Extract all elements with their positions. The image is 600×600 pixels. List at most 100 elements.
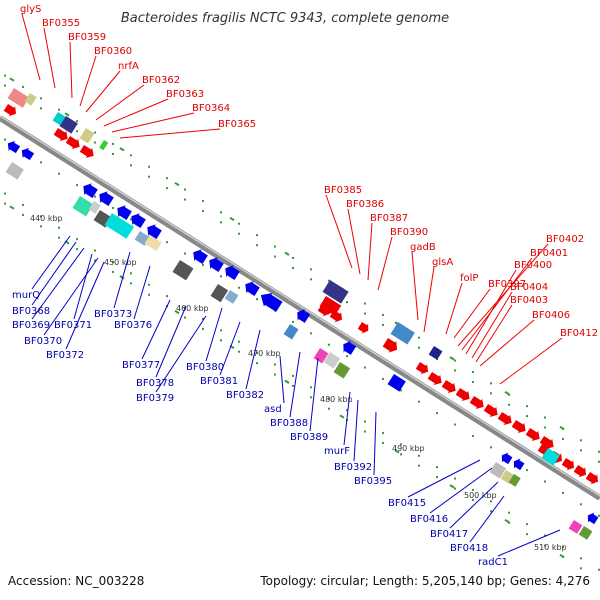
track-dot — [364, 312, 366, 315]
track-tick — [174, 181, 180, 187]
label-connector — [377, 236, 393, 291]
track-dot — [418, 454, 420, 457]
forward-gene-arrow — [455, 388, 470, 401]
track-dot — [490, 510, 492, 513]
track-dot — [400, 443, 402, 446]
track-dot — [256, 244, 258, 247]
backbone-line — [0, 115, 600, 501]
track-dot — [220, 211, 222, 214]
map-title: Bacteroides fragilis NCTC 9343, complete… — [121, 11, 449, 26]
label-connector — [141, 299, 171, 360]
track-dot — [364, 430, 366, 433]
track-dot — [328, 343, 330, 346]
label-connector — [453, 288, 491, 339]
track-dot — [580, 449, 582, 452]
label-connector — [449, 481, 499, 529]
label-connector — [479, 319, 535, 367]
label-connector — [461, 257, 533, 351]
forward-gene-arrow — [65, 136, 80, 149]
gene-box — [144, 235, 162, 251]
gene-labels: glySBF0355BF0359BF0360nrfABF0362BF0363BF… — [12, 4, 598, 568]
track-dot — [148, 283, 150, 286]
label-connector — [95, 84, 145, 121]
tick-label-6: 500 kbp — [464, 491, 497, 500]
track-tick — [504, 390, 510, 396]
gene-label-forward: BF0386 — [346, 199, 384, 210]
label-connector — [279, 355, 285, 404]
gene-label-reverse: BF0381 — [200, 376, 238, 387]
gene-box — [99, 140, 109, 151]
label-connector — [367, 222, 373, 281]
track-dot — [238, 222, 240, 225]
track-dot — [202, 263, 204, 266]
track-dot — [508, 511, 510, 514]
label-connector — [457, 243, 549, 347]
track-dot — [346, 409, 348, 412]
gene-label-forward: nrfA — [118, 61, 139, 72]
track-tick — [229, 216, 235, 222]
track-dot — [220, 221, 222, 224]
tick-label-2: 460 kbp — [176, 304, 209, 313]
forward-gene-arrow — [427, 372, 442, 385]
forward-gene-arrow — [317, 304, 330, 317]
track-dot — [22, 213, 24, 216]
track-dot — [580, 557, 582, 560]
reverse-gene-arrow — [7, 140, 21, 154]
track-dot — [40, 161, 42, 164]
track-dot — [382, 431, 384, 434]
track-dot — [94, 131, 96, 134]
forward-gene-arrow — [561, 458, 574, 471]
forward-gene-arrow — [497, 412, 512, 425]
forward-gene-arrow — [573, 465, 586, 478]
label-connector — [69, 41, 73, 99]
gene-box — [428, 346, 443, 360]
label-connector — [73, 253, 93, 320]
track-dot — [364, 366, 366, 369]
track-dot — [202, 327, 204, 330]
label-connector — [353, 399, 359, 462]
track-dot — [580, 567, 582, 570]
track-dot — [562, 545, 564, 548]
track-dot — [4, 74, 6, 77]
track-dot — [310, 278, 312, 281]
gene-label-reverse: BF0415 — [388, 498, 426, 509]
gene-box — [578, 526, 593, 540]
gene-label-reverse: BF0416 — [410, 514, 448, 525]
gene-label-forward: BF0397 — [488, 279, 526, 290]
tick-label-4: 480 kbp — [320, 395, 353, 404]
label-connector — [499, 337, 563, 385]
track-dot — [328, 397, 330, 400]
gene-label-reverse: BF0371 — [54, 320, 92, 331]
gene-label-reverse: asd — [264, 404, 282, 415]
gene-box — [387, 374, 406, 392]
label-connector — [407, 459, 481, 498]
track-tick — [119, 147, 125, 152]
reverse-gene-arrow — [21, 147, 35, 161]
label-connector — [423, 266, 435, 333]
gene-box — [390, 322, 415, 345]
tick-label-0: 440 kbp — [30, 214, 63, 223]
gene-label-forward: BF0402 — [546, 234, 584, 245]
label-connector — [155, 305, 187, 378]
track-dot — [526, 533, 528, 536]
gene-label-reverse: murF — [324, 446, 350, 457]
track-dot — [490, 392, 492, 395]
track-dot — [202, 199, 204, 202]
track-dot — [454, 423, 456, 426]
track-tick — [449, 484, 455, 489]
track-dot — [274, 373, 276, 376]
gene-label-forward: BF0362 — [142, 75, 180, 86]
forward-gene-arrow — [483, 404, 498, 417]
track-dot — [4, 84, 6, 87]
forward-gene-arrow — [469, 396, 484, 409]
gene-box — [568, 520, 583, 534]
track-dot — [310, 268, 312, 271]
track-dot — [112, 206, 114, 209]
tick-label-3: 470 kbp — [248, 349, 281, 358]
track-dot — [310, 386, 312, 389]
reverse-gene-arrow — [343, 340, 357, 355]
track-tick — [284, 251, 290, 256]
track-dot — [418, 464, 420, 467]
label-connector — [471, 291, 513, 359]
